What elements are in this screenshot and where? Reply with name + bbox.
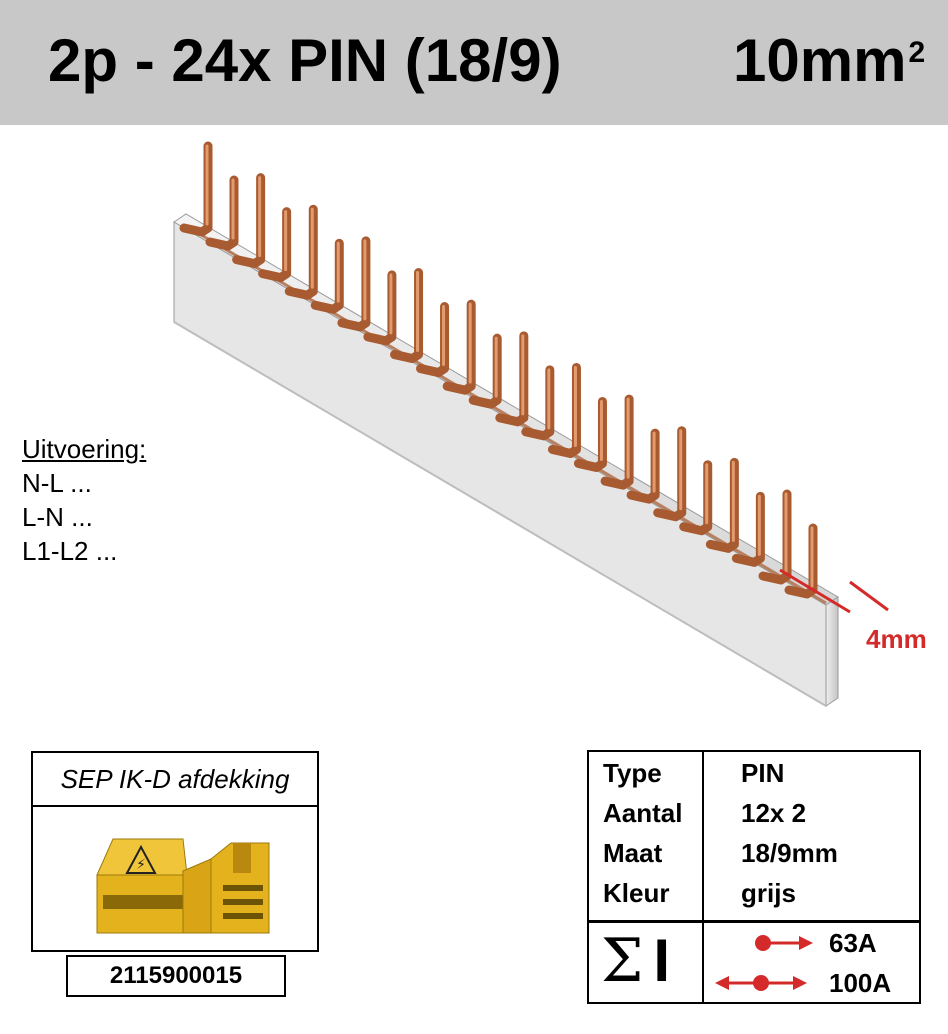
cover-article-code: 2115900015	[66, 955, 286, 997]
cover-cap-image: ⚡	[96, 838, 270, 934]
copper-pins	[179, 141, 818, 599]
spec-key: Aantal	[603, 798, 683, 828]
variants-list: Uitvoering: N-L ... L-N ... L1-L2 ...	[22, 432, 146, 568]
cover-accessory-box: SEP IK-D afdekking ⚡	[31, 751, 319, 952]
spec-value: PIN	[741, 758, 785, 788]
spec-key: Kleur	[603, 878, 670, 908]
spec-table: Type PIN Aantal 12x 2 Maat 18/9mm Kleur …	[587, 750, 921, 1004]
rating-value: 100A	[829, 968, 892, 998]
size-exponent: 2	[908, 36, 926, 69]
spec-value: grijs	[741, 878, 796, 908]
spec-divider	[589, 920, 919, 923]
spec-divider	[702, 752, 704, 1002]
center-feed-arrow-icon	[715, 975, 807, 991]
pin-width-label: 4mm	[866, 624, 927, 654]
variant-item: L1-L2 ...	[22, 536, 118, 566]
variants-heading: Uitvoering:	[22, 434, 147, 464]
size-value: 10mm	[733, 27, 907, 94]
spec-value: 18/9mm	[741, 838, 838, 868]
spec-key: Maat	[603, 838, 663, 868]
cross-section-size: 10mm2	[733, 28, 925, 94]
single-feed-arrow-icon	[755, 935, 813, 951]
spec-value: 12x 2	[741, 798, 807, 828]
product-title: 2p - 24x PIN (18/9)	[48, 27, 562, 94]
busbar-product-image	[173, 141, 889, 707]
sigma-glyph: Σ	[601, 926, 644, 996]
rating-value: 63A	[829, 928, 877, 958]
variant-item: N-L ...	[22, 468, 92, 498]
svg-text:⚡: ⚡	[136, 857, 146, 873]
header-banner: 2p - 24x PIN (18/9) 10mm2	[0, 0, 948, 125]
cover-title: SEP IK-D afdekking	[33, 753, 317, 807]
variant-item: L-N ...	[22, 502, 93, 532]
spec-key: Type	[603, 758, 662, 788]
